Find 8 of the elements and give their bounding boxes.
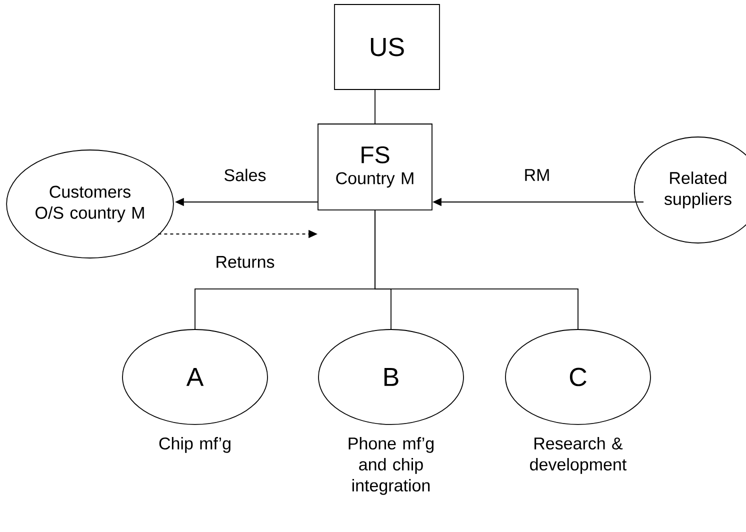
- node-label: Research & development: [530, 437, 627, 474]
- edge-label: RM: [522, 168, 552, 182]
- entity-box: US: [334, 4, 440, 90]
- edge-label: Sales: [222, 168, 268, 182]
- node-label: Phone mf’g and chip integration: [348, 437, 434, 495]
- edge-label: Returns: [214, 255, 276, 269]
- entity-box: FS Country M: [318, 124, 432, 210]
- node-label: Chip mf’g: [159, 437, 230, 453]
